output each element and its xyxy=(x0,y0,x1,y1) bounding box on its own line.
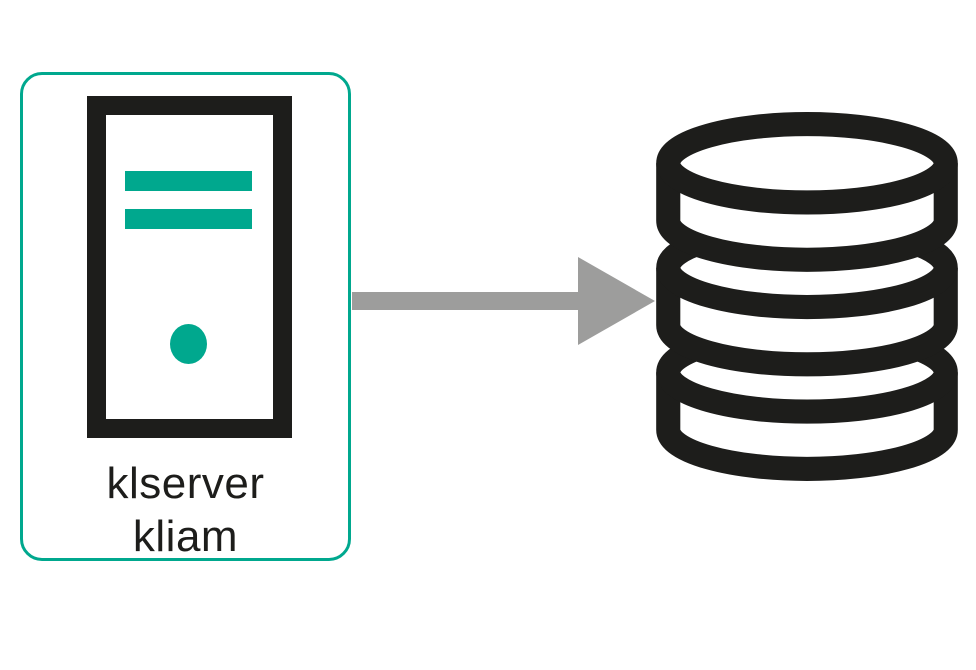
server-led-bar-top xyxy=(125,171,252,191)
server-led-bar-bottom xyxy=(125,209,252,229)
database-icon xyxy=(656,112,958,481)
arrow-right-icon xyxy=(352,257,655,345)
server-node-card: klserver kliam xyxy=(20,72,351,561)
server-label-line2: kliam xyxy=(132,512,239,561)
server-power-dot xyxy=(170,324,207,364)
server-tower-icon xyxy=(87,96,292,438)
server-label-line1: klserver xyxy=(106,459,265,508)
database-disk-top xyxy=(656,112,958,272)
server-node-label: klserver kliam xyxy=(23,457,348,563)
arrow-shaft xyxy=(352,292,590,310)
arrow-head xyxy=(578,257,655,345)
